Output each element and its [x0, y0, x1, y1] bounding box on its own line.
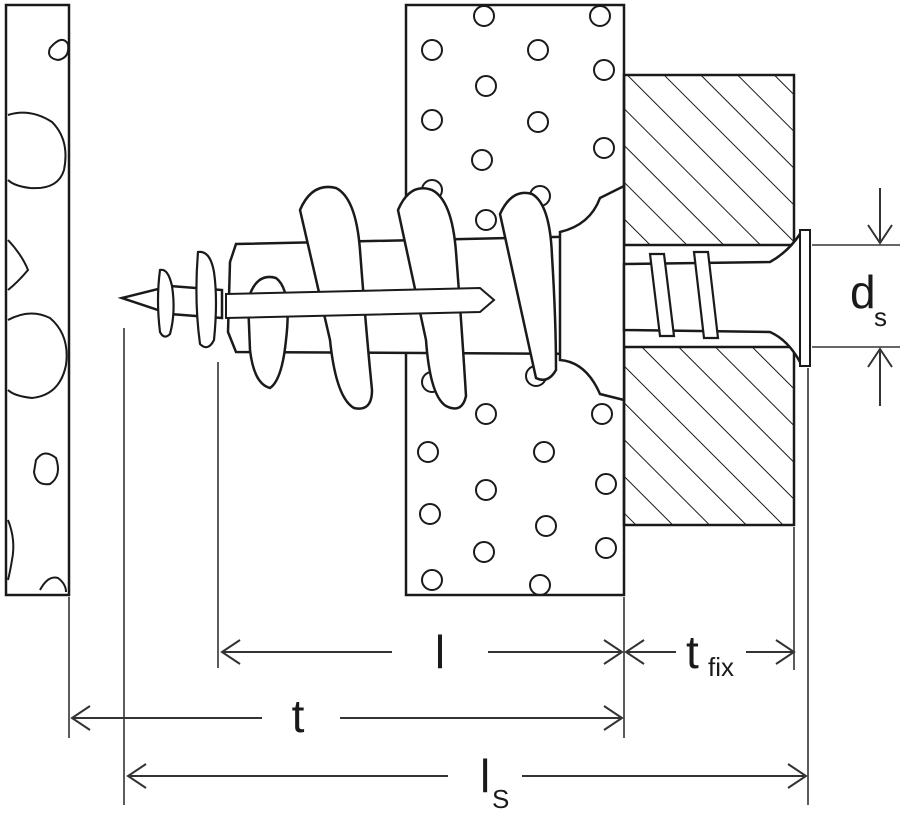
label-ds-subscript: s	[874, 302, 887, 332]
label-ls-subscript: S	[492, 784, 509, 814]
label-ds: d	[850, 266, 876, 318]
dimension-lines	[70, 188, 893, 789]
label-t-fix-subscript: fix	[708, 652, 734, 682]
label-t: t	[292, 690, 305, 742]
helical-anchor	[117, 183, 811, 410]
extension-lines	[68, 244, 900, 805]
label-l: l	[435, 626, 445, 678]
label-ls: l	[480, 750, 490, 802]
back-wall	[4, 3, 71, 597]
label-t-fix: t	[686, 626, 699, 678]
dimension-labels: l t fix t l S d s	[292, 266, 887, 814]
